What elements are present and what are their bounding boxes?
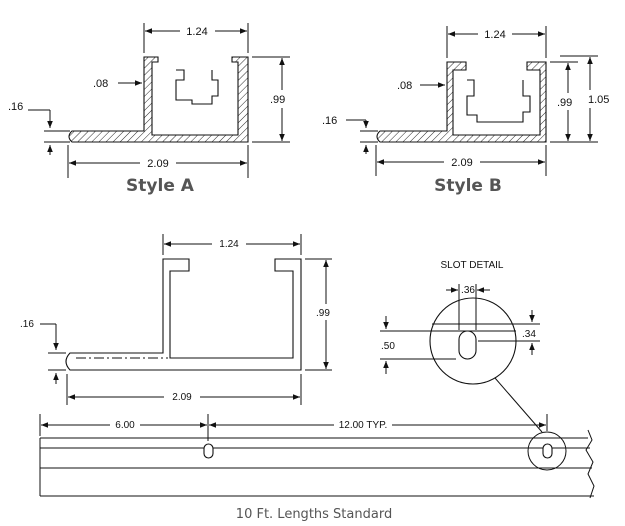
style-a-width-dim: 1.24 xyxy=(186,26,207,38)
rail-spacing-dim: 12.00 TYP. xyxy=(339,420,388,431)
style-b-section: 1.24 .08 .99 1.05 .16 2.09 Style B xyxy=(322,26,609,196)
rail-detail-circle xyxy=(527,431,567,471)
slot-detail-width-dim: .36 xyxy=(461,285,475,296)
style-a-title: Style A xyxy=(126,176,195,196)
style-a-base-dim: 2.09 xyxy=(147,158,168,170)
profile-flange-dim: .16 xyxy=(20,319,34,330)
slot-detail-length-dim: .50 xyxy=(381,341,395,352)
style-a-wall-dim: .08 xyxy=(93,78,108,90)
style-b-outer-height-dim: 1.05 xyxy=(588,94,609,106)
style-b-base-dim: 2.09 xyxy=(451,157,472,169)
style-b-profile xyxy=(376,61,547,143)
style-b-flange-dim: .16 xyxy=(322,115,337,127)
profile-base-dim: 2.09 xyxy=(172,392,192,403)
style-a-height-dim: .99 xyxy=(270,94,285,106)
footer-note: 10 Ft. Lengths Standard xyxy=(236,507,392,522)
slot-detail-leader xyxy=(494,377,543,433)
style-a-flange-dim: .16 xyxy=(8,101,23,113)
profile-section: 1.24 .99 .16 2.09 xyxy=(20,234,332,405)
style-a-section: 1.24 .08 .99 .16 2.09 Style A xyxy=(8,23,290,196)
rail-first-hole-dim: 6.00 xyxy=(115,420,135,431)
style-b-width-dim: 1.24 xyxy=(484,29,505,41)
slot-detail-title: SLOT DETAIL xyxy=(441,260,504,271)
slot-detail-section: SLOT DETAIL .36 .34 .50 xyxy=(380,260,543,433)
profile-height-dim: .99 xyxy=(316,308,330,319)
rail-hole-2 xyxy=(542,443,553,459)
style-b-inner-slot xyxy=(466,79,531,123)
style-b-title: Style B xyxy=(434,176,502,196)
profile-width-dim: 1.24 xyxy=(219,239,239,250)
style-a-inner-slot xyxy=(175,69,219,105)
profile-outline xyxy=(65,258,302,371)
slot-detail-inner-dim: .34 xyxy=(522,329,536,340)
rail-section: 6.00 12.00 TYP. xyxy=(39,414,595,499)
style-a-profile xyxy=(68,56,249,143)
style-b-wall-dim: .08 xyxy=(397,80,412,92)
slot-detail-slot xyxy=(458,330,477,360)
style-b-inner-height-dim: .99 xyxy=(557,97,572,109)
rail-hole-1 xyxy=(203,443,214,459)
